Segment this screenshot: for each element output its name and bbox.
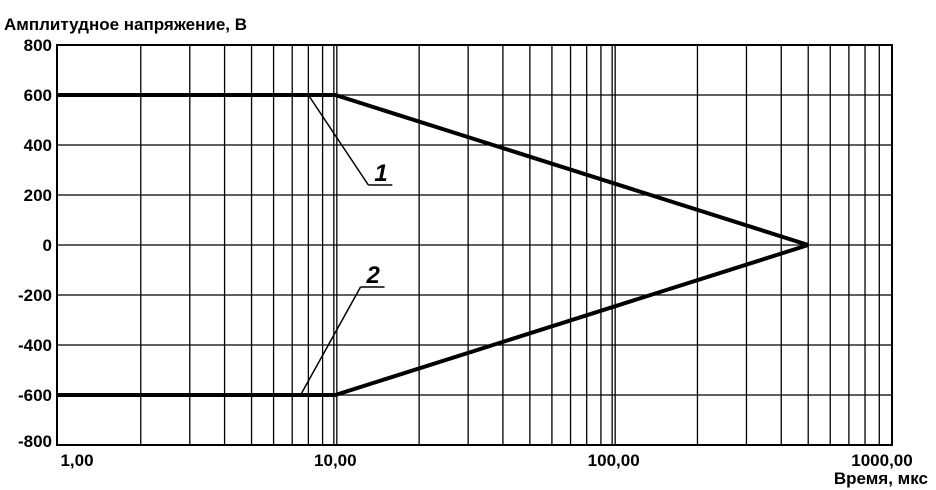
y-axis-title: Амплитудное напряжение, В [4, 15, 247, 34]
plot-frame [56, 44, 893, 446]
y-tick-label: 800 [24, 36, 52, 55]
series-layer [57, 93, 809, 397]
y-tick-label: 200 [24, 186, 52, 205]
series-line-2 [57, 243, 809, 397]
grid [57, 45, 892, 445]
callout-leader-2 [299, 286, 362, 396]
x-tick-label: 10,00 [314, 451, 357, 470]
y-tick-label: -800 [18, 432, 52, 451]
tick-labels: 800 600 400 200 0 -200 -400 -600 -800 1,00 10,00 10… [18, 36, 913, 470]
callout-label-1: 1 [374, 160, 387, 187]
callout-leader-1 [307, 94, 369, 186]
y-tick-label: -400 [18, 336, 52, 355]
x-tick-label: 100,00 [588, 451, 640, 470]
y-tick-label: 600 [24, 86, 52, 105]
x-tick-label: 1000,00 [851, 451, 912, 470]
y-tick-label: 0 [43, 236, 52, 255]
x-axis-title: Время, мкс [834, 469, 928, 488]
x-tick-label: 1,00 [60, 451, 93, 470]
y-tick-label: 400 [24, 136, 52, 155]
series-line-1 [57, 93, 809, 247]
callout-label-2: 2 [366, 262, 381, 289]
annotation-layer: 12 [299, 94, 393, 396]
y-tick-label: -200 [18, 286, 52, 305]
y-tick-label: -600 [18, 386, 52, 405]
